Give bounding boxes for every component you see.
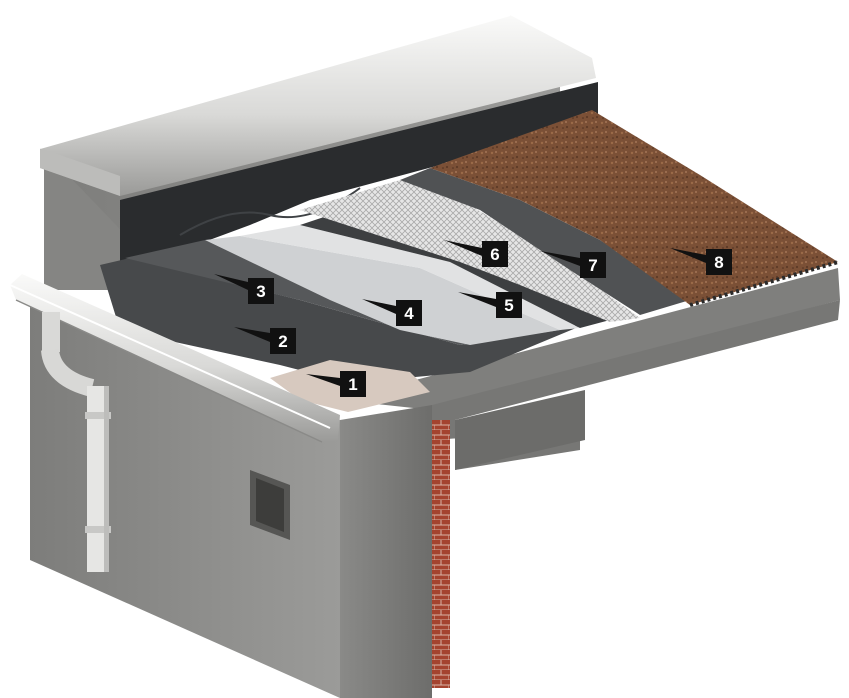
callout-6-label: 6: [490, 245, 499, 264]
callout-3: 3: [214, 274, 274, 304]
callout-6: 6: [444, 240, 508, 267]
downpipe: [41, 312, 111, 572]
callout-1-pointer: [306, 374, 340, 386]
layer-membrane-strip: [300, 205, 610, 328]
callout-2-label: 2: [278, 332, 287, 351]
layer-mineral-surface: [430, 110, 839, 307]
layer-insulation: [205, 225, 580, 345]
callout-3-box: [248, 278, 274, 304]
callout-3-label: 3: [256, 282, 265, 301]
callout-7: 7: [540, 251, 606, 278]
callout-8: 8: [670, 248, 732, 275]
brick-edge: [432, 420, 450, 688]
callout-8-pointer: [670, 248, 706, 263]
gutter: [9, 274, 340, 443]
callout-7-label: 7: [588, 256, 597, 275]
callout-1-box: [340, 371, 366, 397]
callout-4-box: [396, 300, 422, 326]
callout-4-label: 4: [404, 304, 414, 323]
callout-2-pointer: [234, 327, 270, 342]
callout-7-pointer: [540, 251, 580, 266]
callout-5: 5: [458, 292, 522, 318]
callout-5-label: 5: [504, 296, 513, 315]
metal-coping: [39, 14, 596, 196]
callout-2: 2: [234, 327, 296, 354]
layer-base-membrane: [100, 258, 600, 383]
callout-6-box: [482, 241, 508, 267]
callout-4: 4: [362, 299, 422, 326]
wall-vent: [250, 470, 290, 540]
callout-6-pointer: [444, 240, 482, 256]
callout-1: 1: [306, 371, 366, 397]
callout-8-box: [706, 249, 732, 275]
callout-5-box: [496, 292, 522, 318]
callout-3-pointer: [214, 274, 248, 290]
layer-top-membrane: [400, 168, 690, 315]
layer-reinforcement-mesh: [300, 180, 640, 322]
callout-5-pointer: [458, 292, 496, 307]
callout-2-box: [270, 328, 296, 354]
callout-1-label: 1: [348, 375, 357, 394]
roof-slab: [340, 268, 840, 410]
callout-4-pointer: [362, 299, 396, 314]
callout-7-box: [580, 252, 606, 278]
callout-8-label: 8: [714, 253, 723, 272]
